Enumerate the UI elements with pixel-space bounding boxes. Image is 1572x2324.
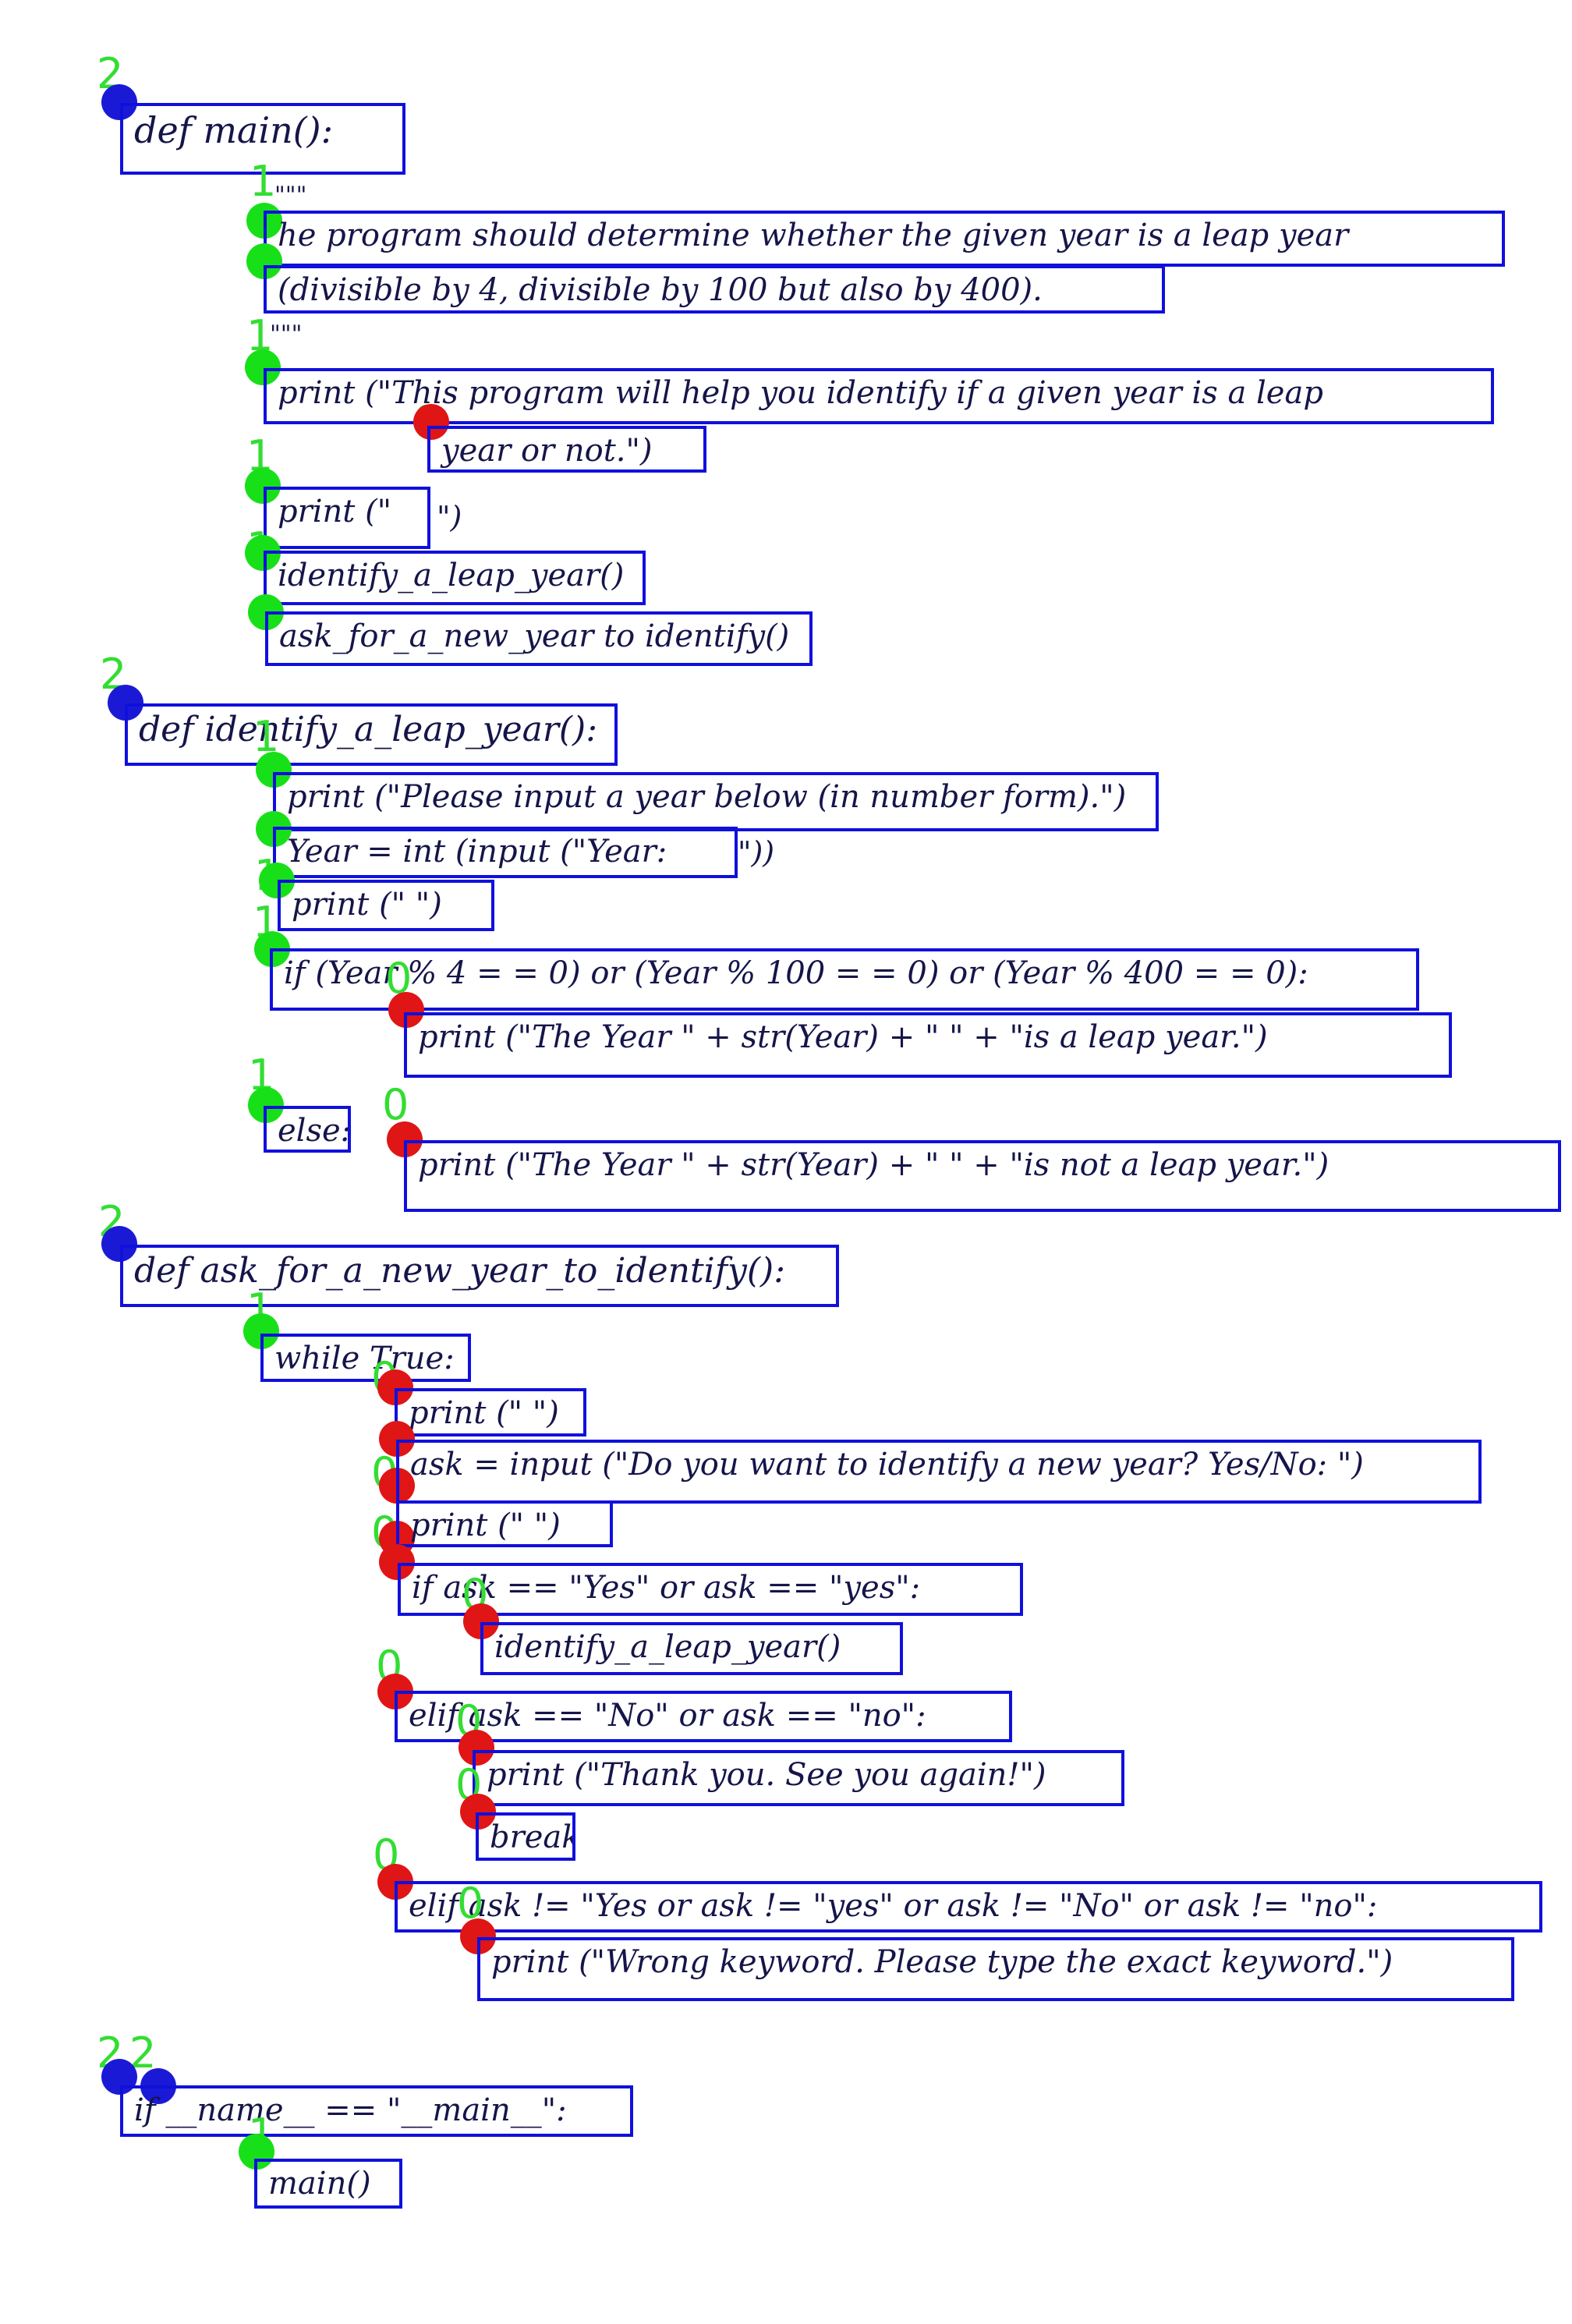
- code-line: he program should determine whether the …: [264, 211, 1505, 267]
- code-line: print (" "): [396, 1500, 613, 1547]
- code-line: identify_a_leap_year(): [264, 551, 646, 605]
- code-line: identify_a_leap_year(): [480, 1622, 903, 1675]
- level-1-marker: [245, 349, 281, 385]
- code-line: print ("Wrong keyword. Please type the e…: [477, 1937, 1514, 2001]
- code-line: print ("The Year " + str(Year) + " " + "…: [404, 1140, 1561, 1212]
- level-0-marker: [413, 404, 449, 440]
- level-label: 0: [382, 1080, 409, 1129]
- code-line: while True:: [260, 1334, 471, 1382]
- code-line: print (": [264, 487, 430, 549]
- code-line: main(): [254, 2159, 402, 2209]
- code-line: if (Year % 4 = = 0) or (Year % 100 = = 0…: [270, 948, 1419, 1011]
- docstring-open: """: [274, 182, 307, 209]
- code-line: ask_for_a_new_year to identify(): [265, 611, 813, 666]
- level-1-marker: [245, 468, 281, 504]
- code-line: (divisible by 4, divisible by 100 but al…: [264, 265, 1165, 314]
- level-2-marker: [101, 1226, 137, 1262]
- code-line: print (" "): [395, 1388, 586, 1437]
- level-2-marker: [101, 2059, 137, 2095]
- code-line: def identify_a_leap_year():: [125, 703, 618, 766]
- code-line: print ("The Year " + str(Year) + " " + "…: [404, 1012, 1452, 1078]
- code-line-tail: ")): [738, 835, 775, 870]
- code-line: print ("Please input a year below (in nu…: [273, 772, 1159, 831]
- code-line: print ("Thank you. See you again!"): [473, 1750, 1124, 1806]
- code-line: elif ask == "No" or ask == "no":: [395, 1691, 1012, 1742]
- code-line: ask = input ("Do you want to identify a …: [396, 1440, 1482, 1504]
- level-label: 1: [250, 157, 277, 206]
- code-line: year or not."): [427, 426, 706, 473]
- code-line: if __name__ == "__main__":: [120, 2085, 633, 2137]
- code-line: else:: [264, 1106, 351, 1153]
- code-line: elif ask != "Yes or ask != "yes" or ask …: [395, 1881, 1542, 1933]
- code-line: Year = int (input ("Year:: [273, 827, 738, 878]
- level-0-marker: [379, 1544, 415, 1580]
- code-line: print ("This program will help you ident…: [264, 368, 1494, 424]
- code-line-tail: "): [437, 500, 462, 534]
- code-line: break: [476, 1812, 575, 1861]
- docstring-close: """: [270, 321, 303, 348]
- code-line: if ask == "Yes" or ask == "yes":: [398, 1563, 1023, 1616]
- level-2-marker: [101, 84, 137, 120]
- level-0-marker: [458, 1730, 494, 1766]
- code-line: def ask_for_a_new_year_to_identify():: [120, 1245, 839, 1307]
- code-line: def main():: [120, 103, 405, 175]
- code-line: print (" "): [278, 880, 494, 931]
- level-label: 1: [253, 712, 280, 761]
- level-label: 0: [457, 1879, 484, 1928]
